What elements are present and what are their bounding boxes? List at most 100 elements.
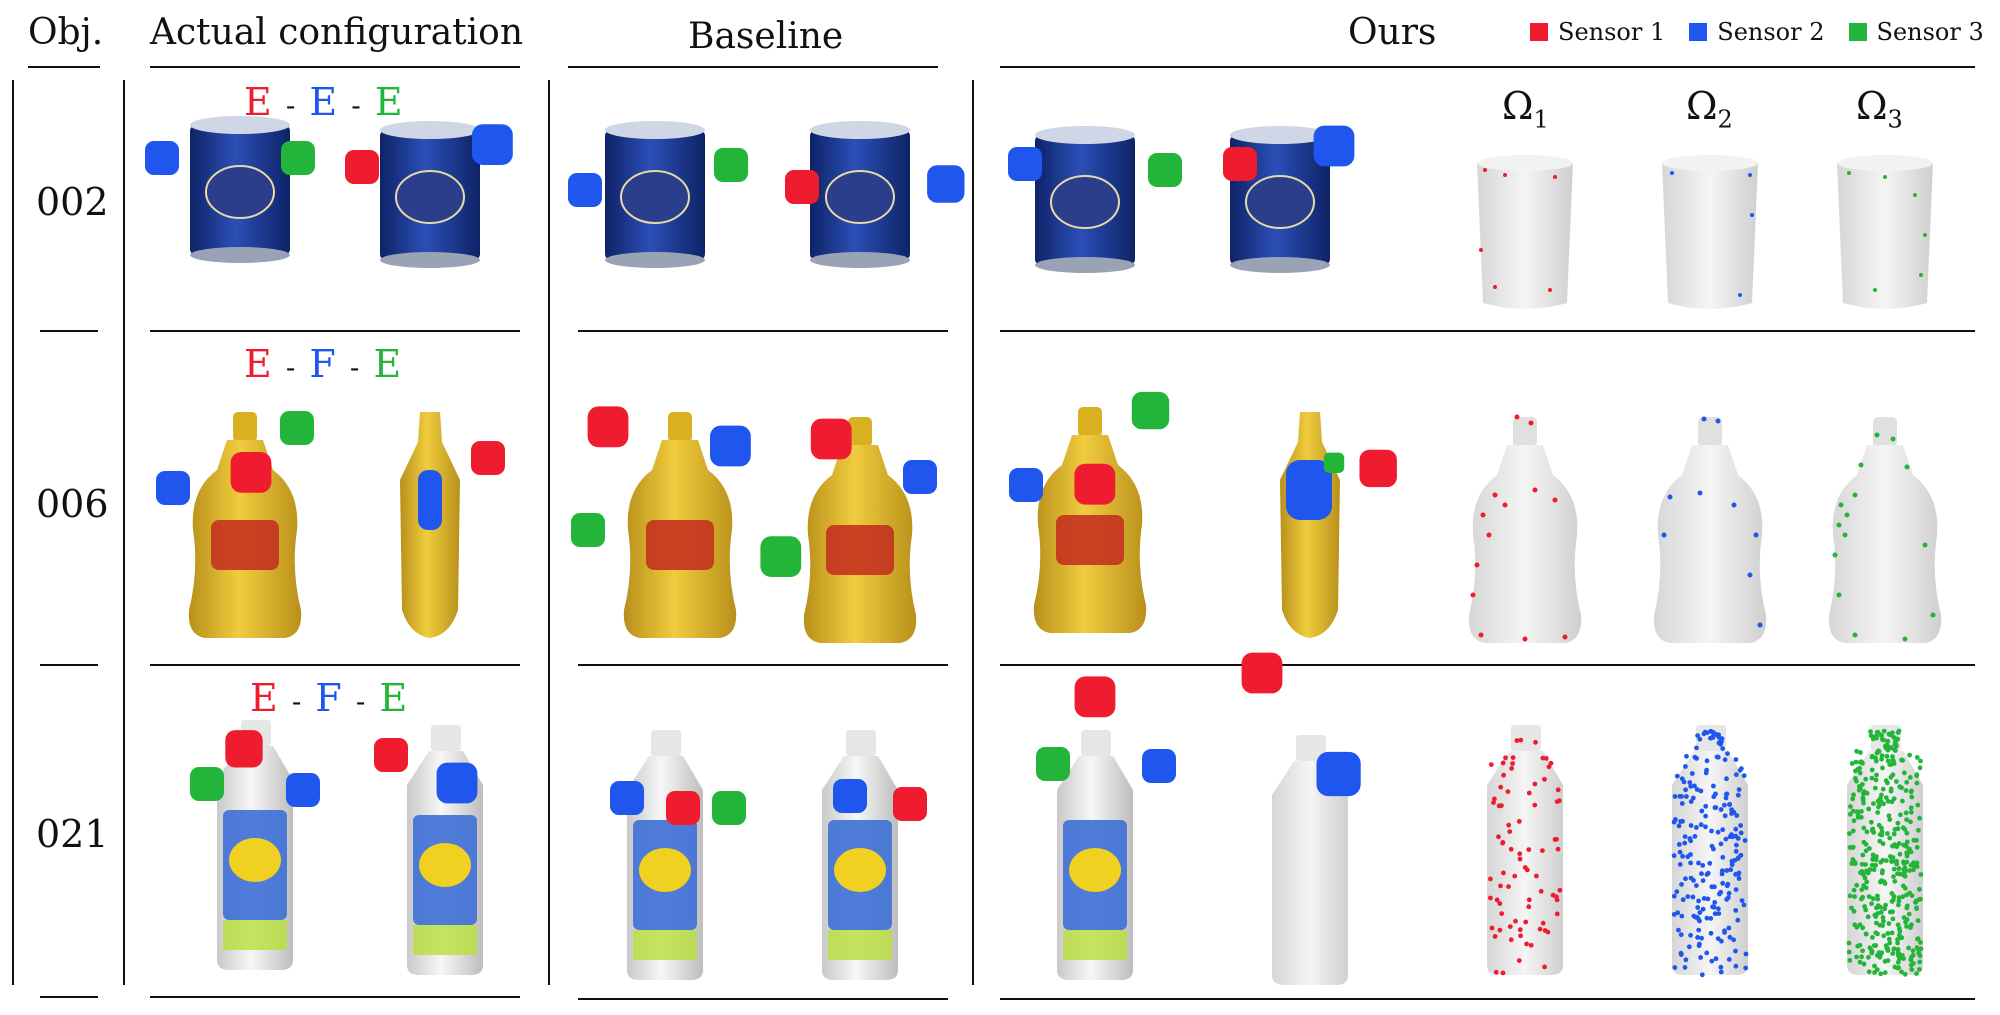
contact-point [1914, 945, 1920, 950]
contact-point [1890, 916, 1896, 922]
contact-point [1718, 841, 1724, 847]
contact-point [1900, 798, 1905, 804]
contact-point [1733, 948, 1738, 954]
contact-point [1869, 950, 1875, 956]
contact-point [1526, 897, 1532, 903]
contact-point [1705, 870, 1711, 876]
contact-point [1908, 819, 1913, 825]
contact-point [1542, 928, 1548, 933]
contact-point [1895, 922, 1901, 928]
contact-point [1690, 795, 1696, 801]
header-actual-configuration: Actual configuration [150, 12, 524, 53]
contact-point [1708, 930, 1714, 936]
legend: Sensor 1 Sensor 2 Sensor 3 [1530, 18, 1984, 46]
contact-point [1914, 755, 1920, 760]
contact-point [1909, 967, 1915, 972]
row-2-ours-view-2 [1280, 412, 1397, 638]
contact-point [1896, 895, 1902, 901]
contact-point [1724, 897, 1730, 902]
contact-point [1903, 843, 1909, 849]
contact-point [1879, 753, 1885, 758]
contact-point [1850, 828, 1856, 834]
contact-point [1878, 910, 1884, 915]
contact-point [1700, 863, 1706, 868]
row-3-actual-view-1 [190, 720, 320, 970]
contact-point [1897, 871, 1903, 877]
contact-point [1918, 872, 1924, 877]
contact-point [1907, 846, 1912, 852]
contact-point [1688, 799, 1694, 804]
contact-point [1518, 737, 1524, 743]
contact-point [1683, 787, 1688, 793]
contact-point [1699, 808, 1705, 814]
contact-point [1863, 862, 1868, 867]
row-rule-2-obj [40, 664, 98, 666]
contact-point [1869, 767, 1875, 773]
contact-point [1853, 776, 1858, 781]
contact-point [1738, 823, 1743, 828]
contact-point [1497, 927, 1503, 933]
contact-point [1860, 797, 1866, 803]
contact-point [1870, 856, 1876, 862]
contact-point [1694, 787, 1700, 792]
contact-point [1868, 819, 1874, 825]
contact-point [1682, 834, 1688, 839]
contact-point [1895, 950, 1901, 956]
contact-point [1499, 911, 1505, 916]
contact-point [1718, 969, 1724, 975]
contact-point [1691, 913, 1697, 919]
contact-point [1895, 940, 1900, 946]
contact-point [1695, 905, 1701, 910]
contact-point [1700, 878, 1706, 883]
contact-point [1891, 946, 1897, 951]
contact-point [1915, 802, 1921, 808]
contact-point [1914, 780, 1920, 786]
contact-point [1734, 842, 1739, 848]
contact-point [1886, 936, 1892, 942]
contact-point [1688, 875, 1694, 881]
contact-point [1856, 787, 1862, 793]
contact-point [1909, 794, 1915, 800]
contact-point [1680, 897, 1686, 903]
contact-point [1701, 731, 1707, 737]
row-1-omega-2-mesh [1662, 155, 1758, 309]
contact-point [1672, 965, 1678, 970]
contact-point [1711, 783, 1716, 789]
contact-point [1881, 933, 1887, 939]
row-rule-2-ours [1000, 664, 1975, 666]
contact-point [1735, 917, 1741, 923]
contact-point [1692, 834, 1698, 839]
contact-point [1682, 965, 1688, 970]
contact-point [1891, 831, 1897, 837]
contact-point [1696, 927, 1702, 933]
contact-point [1733, 826, 1739, 832]
contact-point [1506, 884, 1511, 889]
contact-point [1851, 887, 1857, 893]
contact-point [1506, 822, 1512, 828]
contact-point [1683, 764, 1688, 769]
contact-point [1708, 916, 1714, 921]
contact-point [1896, 902, 1901, 908]
contact-point [1534, 873, 1539, 879]
contact-point [1537, 926, 1543, 932]
contact-point [1507, 924, 1513, 929]
contact-point [1524, 941, 1529, 947]
contact-point [1914, 971, 1919, 976]
contact-point [1860, 852, 1866, 858]
contact-point [1899, 785, 1904, 791]
contact-point [1889, 891, 1895, 896]
contact-point [1557, 798, 1562, 804]
contact-point [1862, 904, 1867, 909]
contact-point [1698, 788, 1704, 794]
contact-point [1726, 890, 1732, 896]
contact-point [1496, 834, 1501, 840]
contact-point [1881, 918, 1886, 924]
contact-point [1733, 833, 1739, 839]
contact-point [1891, 796, 1897, 802]
omega-symbol-2: Ω [1686, 84, 1718, 128]
config-row-2: E - F - E [244, 342, 402, 386]
contact-point [1884, 753, 1890, 759]
contact-point [1684, 794, 1689, 799]
contact-point [1873, 777, 1879, 783]
contact-point [1887, 762, 1893, 767]
